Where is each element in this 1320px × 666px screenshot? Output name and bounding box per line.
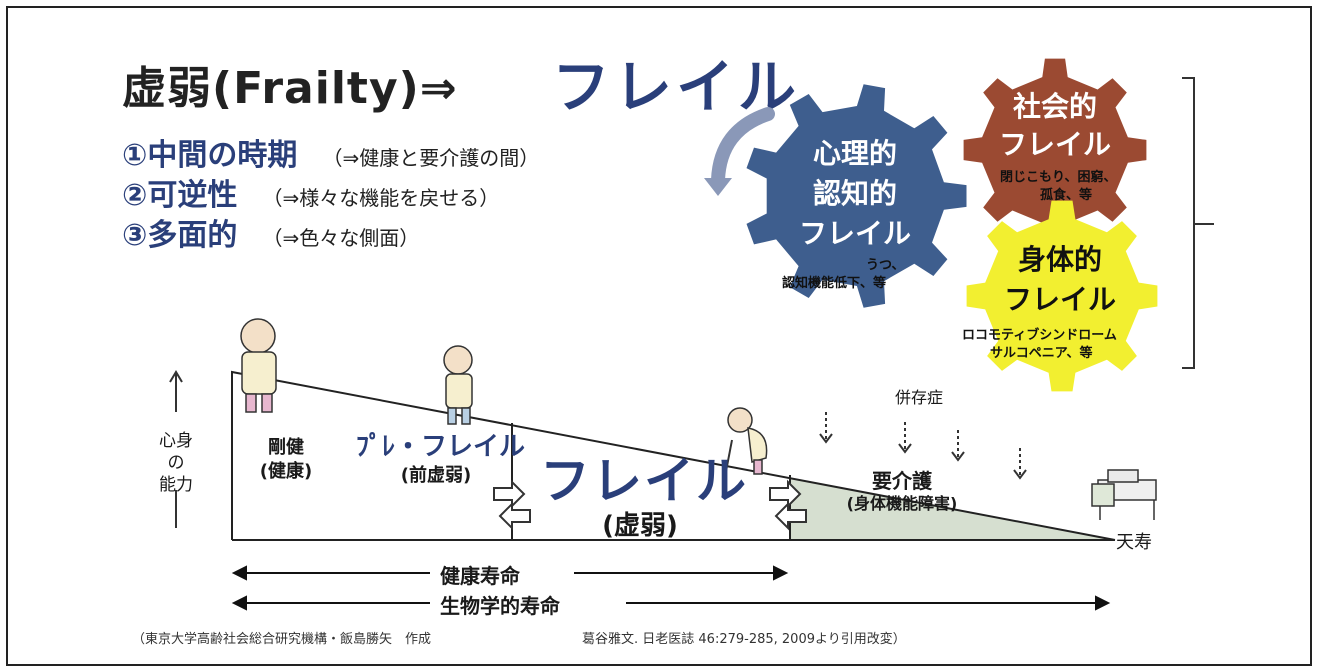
psych-gear-note2: 認知機能低下、等 (782, 276, 887, 291)
social-gear-icon (963, 58, 1147, 242)
stage-prefrail-line2: (前虚弱) (400, 465, 472, 486)
point-3-label: ③多面的 (122, 218, 238, 253)
healthy-lifespan-label: 健康寿命 (440, 564, 520, 588)
stage-robust: 剛健 (健康) (236, 436, 336, 484)
stage-prefrail: ﾌﾟﾚ・フレイル (前虚弱) (356, 430, 526, 488)
comorbidity-arrows (819, 412, 1027, 480)
y-axis-line1: 心身 (159, 431, 193, 451)
social-gear-note2: 孤食、等 (1040, 188, 1093, 203)
end-label: 天寿 (1116, 532, 1152, 553)
point-3: ③多面的 （⇒色々な側面） (122, 210, 419, 254)
stage-frail-line1: フレイル (540, 452, 748, 510)
y-axis-arrow (169, 370, 183, 528)
social-gear-label: 社会的 フレイル (990, 88, 1120, 164)
social-gear-line1: 社会的 (1012, 90, 1097, 123)
y-axis-label: 心身 の 能力 (148, 430, 204, 496)
physical-gear-note2: サルコペニア、等 (990, 346, 1093, 361)
physical-gear-label: 身体的 フレイル (985, 240, 1135, 320)
psych-gear-line3: フレイル (798, 217, 911, 250)
biological-lifespan-label: 生物学的寿命 (440, 594, 560, 618)
social-gear-note1: 閉じこもり、困窮、 (1000, 170, 1117, 185)
transition-arrows-left (493, 479, 531, 531)
g-psych-shape (746, 84, 967, 308)
title-main: フレイル (552, 53, 801, 121)
curved-arrow-icon (704, 107, 775, 196)
footer-source: （東京大学高齢社会総合研究機構・飯島勝矢 作成 (132, 632, 432, 647)
psych-gear-icon (746, 84, 967, 308)
stage-prefrail-line1: ﾌﾟﾚ・フレイル (356, 432, 526, 462)
stage-care-line1: 要介護 (872, 469, 932, 493)
psych-gear-line1: 心理的 (812, 137, 897, 170)
physical-gear-icon (966, 200, 1158, 392)
right-bracket (1182, 77, 1214, 369)
point-2-note: （⇒様々な機能を戻せる） (262, 186, 500, 210)
point-1-note: （⇒健康と要介護の間） (322, 146, 540, 170)
capacity-line (231, 370, 1116, 541)
stage-frail-line2: (虚弱) (602, 511, 678, 541)
stage-frail: フレイル (虚弱) (540, 452, 748, 542)
lifespan-arrows (231, 565, 1111, 611)
y-axis-line3: 能力 (159, 475, 193, 495)
g-physical-shape (966, 200, 1158, 392)
footer-citation: 葛谷雅文. 日老医誌 46:279-285, 2009より引用改変） (582, 632, 906, 647)
stage-robust-line2: (健康) (259, 461, 313, 482)
physical-gear-line2: フレイル (1003, 283, 1116, 316)
point-2-label: ②可逆性 (122, 178, 238, 213)
psych-gear-label: 心理的 認知的 フレイル (790, 134, 920, 254)
point-1-label: ①中間の時期 (122, 138, 298, 173)
point-2: ②可逆性 （⇒様々な機能を戻せる） (122, 170, 499, 214)
robust-person-icon (240, 318, 277, 413)
physical-gear-note1: ロコモティブシンドローム (962, 328, 1117, 343)
comorbidity-label: 併存症 (895, 388, 944, 407)
psych-gear-line2: 認知的 (812, 177, 897, 210)
y-axis-line2: の (167, 453, 185, 473)
frail-person-icon (723, 407, 768, 483)
stage-care: 要介護 (身体機能障害) (812, 468, 992, 514)
social-gear-line2: フレイル (998, 128, 1111, 161)
physical-gear-line1: 身体的 (1017, 243, 1102, 276)
bed-icon (1091, 469, 1157, 520)
transition-arrows-right (769, 479, 807, 531)
stage-care-line2: (身体機能障害) (846, 494, 958, 513)
title-prefix: 虚弱(Frailty)⇒ (122, 63, 458, 114)
g-social-shape (963, 58, 1147, 242)
point-3-note: （⇒色々な側面） (262, 226, 420, 250)
point-1: ①中間の時期 （⇒健康と要介護の間） (122, 130, 539, 174)
psych-gear-note1: うつ、 (866, 258, 905, 273)
stage-robust-line1: 剛健 (268, 437, 304, 458)
prefrail-person-icon (443, 345, 473, 425)
